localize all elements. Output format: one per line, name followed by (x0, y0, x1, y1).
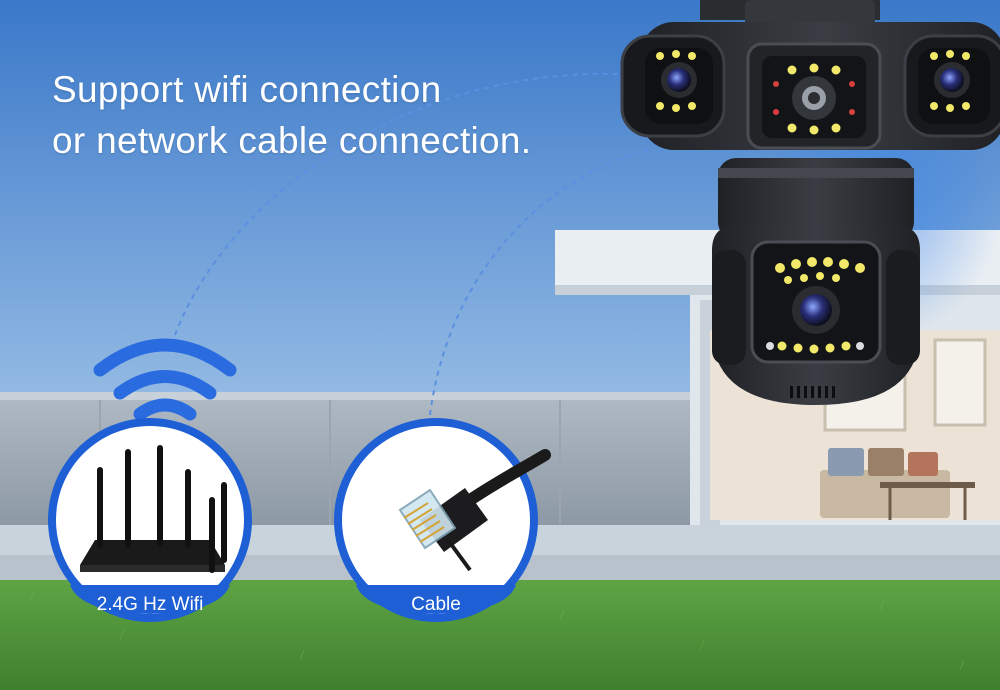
headline-text: Support wifi connection or network cable… (52, 64, 531, 166)
wifi-option-label: 2.4G Hz Wifi (96, 594, 204, 615)
headline-line-2: or network cable connection. (52, 120, 532, 161)
wifi-signal-icon (93, 338, 237, 421)
cable-option-badge (334, 418, 551, 622)
security-camera (620, 0, 1000, 405)
wifi-signal-arc (174, 72, 641, 336)
wifi-router-icon (80, 445, 227, 573)
cable-signal-arc (429, 149, 651, 416)
cable-option-label: Cable (411, 594, 461, 615)
headline-line-1: Support wifi connection (52, 69, 442, 110)
wifi-option-badge (48, 418, 252, 622)
ethernet-cable-icon (398, 449, 551, 572)
